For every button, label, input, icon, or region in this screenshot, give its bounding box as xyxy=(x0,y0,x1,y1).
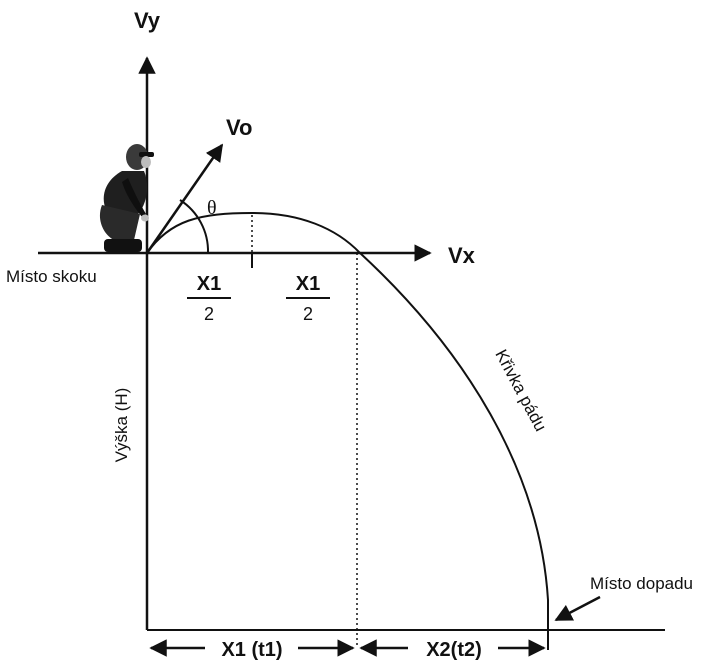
vo-label: Vo xyxy=(226,115,252,140)
fraction-right: X1 2 xyxy=(286,273,330,324)
fall-curve-label: Křivka pádu xyxy=(491,346,550,434)
vo-vector xyxy=(145,143,224,254)
x1-dimension-label: X1 (t1) xyxy=(221,639,282,661)
landing-pointer-arrow xyxy=(554,595,601,622)
jump-point-label: Místo skoku xyxy=(6,267,97,286)
jumper-hand xyxy=(141,214,149,222)
trajectory-arc xyxy=(146,211,361,254)
vx-axis-label: Vx xyxy=(448,243,476,268)
jumper-shoes xyxy=(104,239,142,252)
jumper-face xyxy=(141,156,151,168)
angle-theta-label: θ xyxy=(207,197,217,219)
fraction-left-numerator: X1 xyxy=(197,273,221,295)
fall-curve xyxy=(359,252,549,601)
x2-dimension-label: X2(t2) xyxy=(426,639,482,661)
jumper-figure xyxy=(99,144,154,252)
jumper-glasses-icon xyxy=(139,152,154,157)
fraction-right-denominator: 2 xyxy=(303,304,313,324)
angle-arc xyxy=(179,199,210,254)
jumper-legs xyxy=(99,205,140,240)
landing-point-label: Místo dopadu xyxy=(590,574,693,593)
jumper-arm xyxy=(122,178,146,217)
height-label: Výška (H) xyxy=(112,388,131,463)
vy-axis-label: Vy xyxy=(134,8,161,33)
fraction-right-numerator: X1 xyxy=(296,273,320,295)
fraction-left-denominator: 2 xyxy=(204,304,214,324)
fraction-left: X1 2 xyxy=(187,273,231,324)
